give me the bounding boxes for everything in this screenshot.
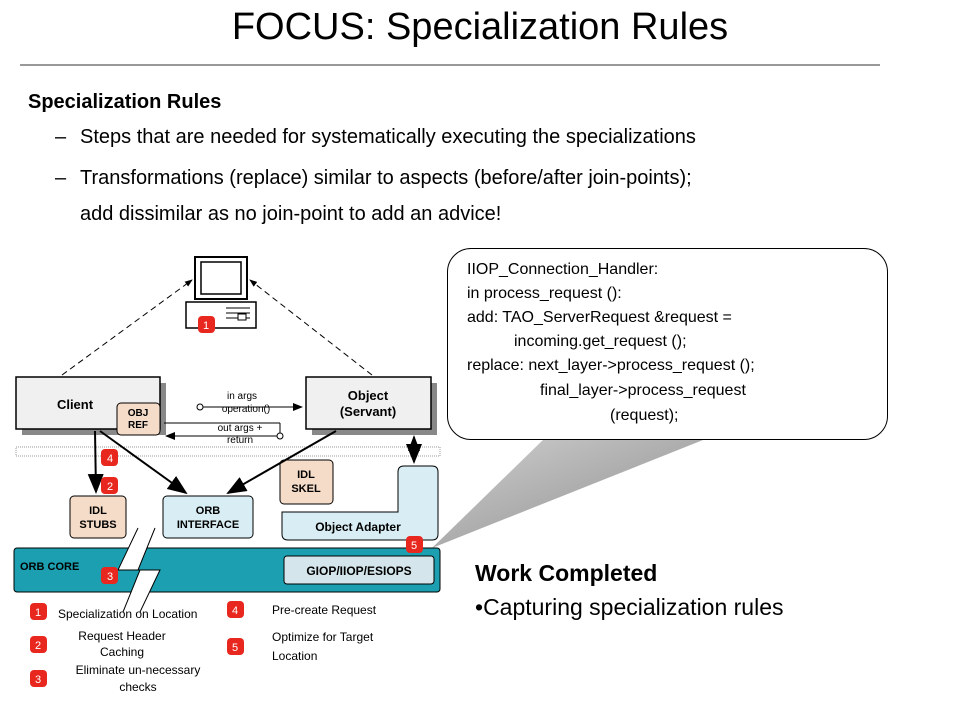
orb-interface-label: ORB <box>196 505 221 517</box>
legend-item-3: 3 Eliminate un-necessary checks <box>30 663 200 694</box>
svg-text:4: 4 <box>232 605 238 617</box>
svg-text:2: 2 <box>35 640 41 652</box>
callout-line: final_layer->process_request <box>540 382 746 399</box>
specialization-rule-callout: IIOP_Connection_Handler: in process_requ… <box>447 248 888 440</box>
client-to-stubs-arrow <box>87 430 104 494</box>
idl-skel-label: SKEL <box>291 483 321 495</box>
orb-interface-label: INTERFACE <box>177 519 239 531</box>
callout-line: IIOP_Connection_Handler: <box>467 261 659 278</box>
svg-text:5: 5 <box>232 642 238 654</box>
section-heading: Specialization Rules <box>28 91 222 113</box>
out-args-label: out args + <box>218 423 263 434</box>
slide-title: FOCUS: Specialization Rules <box>231 6 729 48</box>
svg-text:5: 5 <box>411 540 417 552</box>
computer-icon <box>185 256 257 329</box>
return-label: return <box>227 435 253 446</box>
legend-label: Eliminate un-necessary <box>76 663 201 677</box>
svg-text:2: 2 <box>107 481 113 493</box>
object-user-dashed-link <box>249 279 373 376</box>
work-completed-item: •Capturing specialization rules <box>475 594 784 621</box>
callout-line: incoming.get_request (); <box>514 333 687 350</box>
giop-label: GIOP/IIOP/ESIOPS <box>306 564 411 578</box>
legend-item-1: 1 Specialization on Location <box>30 603 197 621</box>
obj-ref-label: REF <box>128 420 148 431</box>
svg-text:3: 3 <box>35 674 41 686</box>
object-adapter-label: Object Adapter <box>315 520 401 534</box>
legend-label: Specialization on Location <box>58 607 197 621</box>
legend-label: Caching <box>100 645 144 659</box>
marker-1: 1 <box>198 316 215 333</box>
legend-label: checks <box>119 680 156 694</box>
marker-3: 3 <box>101 567 118 584</box>
idl-skel-label: IDL <box>297 469 315 481</box>
giop-box <box>283 555 435 585</box>
object-label: Object <box>348 388 389 403</box>
object-to-orb-interface-arrow <box>226 430 337 494</box>
idl-stubs-box <box>69 495 127 539</box>
legend-label: Location <box>272 649 317 663</box>
callout-line: replace: next_layer->process_request (); <box>467 357 755 374</box>
title-divider <box>20 64 880 66</box>
client-user-dashed-link <box>61 279 193 376</box>
in-args-label: in args <box>227 391 257 402</box>
callout-line: (request); <box>610 407 679 424</box>
legend-label: Pre-create Request <box>272 603 377 617</box>
orb-interface-box <box>162 495 254 539</box>
marker-5: 5 <box>406 536 423 553</box>
callout-pointer <box>432 438 708 548</box>
obj-ref-label: OBJ <box>128 408 149 419</box>
legend-item-5: 5 Optimize for Target Location <box>227 630 374 663</box>
network-band <box>15 446 441 457</box>
legend-label: Optimize for Target <box>272 630 374 644</box>
object-servant-box: Object (Servant) <box>305 376 437 435</box>
idl-skel-box <box>279 459 334 505</box>
svg-text:1: 1 <box>35 607 41 619</box>
client-label: Client <box>57 397 94 412</box>
operation-label: operation() <box>222 404 270 415</box>
obj-ref-box <box>116 402 161 436</box>
bullet-dot: • <box>475 594 484 620</box>
bullet-text-continued: add dissimilar as no join-point to add a… <box>80 203 502 225</box>
legend: 1 Specialization on Location 2 Request H… <box>30 601 377 694</box>
legend-item-2: 2 Request Header Caching <box>30 629 166 659</box>
orb-core-label: ORB CORE <box>20 561 79 573</box>
bullet-text: Transformations (replace) similar to asp… <box>80 167 692 189</box>
marker-4: 4 <box>101 449 118 466</box>
svg-text:3: 3 <box>107 571 113 583</box>
client-to-orb-interface-arrow <box>99 430 188 495</box>
callout-line: in process_request (): <box>467 285 622 302</box>
svg-text:1: 1 <box>203 320 209 332</box>
servant-label: (Servant) <box>340 404 396 419</box>
bullet-text: Steps that are needed for systematically… <box>80 126 696 148</box>
svg-text:4: 4 <box>107 453 113 465</box>
work-completed-text: Capturing specialization rules <box>483 594 784 620</box>
object-adapter-box <box>281 465 439 541</box>
legend-item-4: 4 Pre-create Request <box>227 601 377 618</box>
marker-2: 2 <box>101 477 118 494</box>
callout-line: add: TAO_ServerRequest &request = <box>467 309 732 326</box>
idl-stubs-label: STUBS <box>79 519 116 531</box>
legend-label: Request Header <box>78 629 165 643</box>
work-completed-heading: Work Completed <box>475 560 658 586</box>
bullet-marker: – <box>55 126 67 148</box>
idl-stubs-label: IDL <box>89 505 107 517</box>
bullet-marker: – <box>55 167 67 189</box>
